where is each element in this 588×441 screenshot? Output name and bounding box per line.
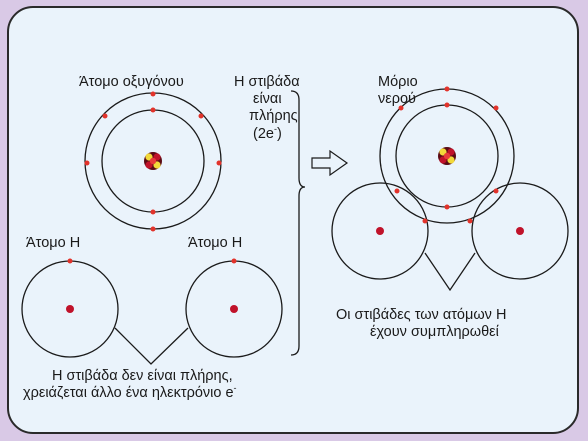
water-molecule-label-line2: νερού xyxy=(378,91,416,107)
shell-full-label-line4: (2e-) xyxy=(253,124,282,142)
shells-completed-label-line2: έχουν συμπληρωθεί xyxy=(370,324,500,340)
electron xyxy=(444,204,450,210)
electron xyxy=(84,160,90,166)
hydrogen-atom-left-label: Άτομο Η xyxy=(26,235,80,251)
hydrogen-nucleus xyxy=(230,305,238,313)
water-hydrogen-right-shell xyxy=(471,182,569,280)
oxygen-atom-label: Άτομο οξυγόνου xyxy=(79,74,184,90)
water-hydrogen-left-shell xyxy=(331,182,429,280)
electron xyxy=(102,113,108,119)
diagram-panel: Άτομο οξυγόνου Η στιβάδα είναι πλήρης (2… xyxy=(7,6,579,434)
electron xyxy=(467,218,473,224)
shell-full-label-line3: πλήρης xyxy=(249,108,298,124)
grouping-brace xyxy=(290,90,306,356)
arrow-right-icon xyxy=(311,149,349,177)
electron xyxy=(231,258,237,264)
water-molecule-label-line1: Μόριο xyxy=(378,74,418,90)
electron xyxy=(150,226,156,232)
electron xyxy=(444,102,450,108)
hydrogen-nucleus xyxy=(516,227,524,235)
electron xyxy=(398,105,404,111)
electron xyxy=(150,209,156,215)
shell-full-label-line2: είναι xyxy=(253,91,282,107)
electron xyxy=(422,218,428,224)
electron xyxy=(216,160,222,166)
electron xyxy=(493,105,499,111)
missing-electron-wedge xyxy=(114,327,189,365)
shells-completed-label-line1: Οι στιβάδες των ατόμων Η xyxy=(336,307,506,323)
shell-not-full-label-line2: χρειάζεται άλλο ένα ηλεκτρόνιο e- xyxy=(23,383,237,401)
electron xyxy=(67,258,73,264)
hydrogen-nucleus xyxy=(376,227,384,235)
shell-not-full-label-line1: Η στιβάδα δεν είναι πλήρης, xyxy=(52,368,233,384)
electron xyxy=(198,113,204,119)
electron xyxy=(150,91,156,97)
water-oxygen-nucleus xyxy=(438,147,456,165)
hydrogen-nucleus xyxy=(66,305,74,313)
electron xyxy=(444,86,450,92)
electron xyxy=(493,188,499,194)
water-molecule-diagram: Άτομο οξυγόνου Η στιβάδα είναι πλήρης (2… xyxy=(21,74,569,401)
hydrogen-atom-right-label: Άτομο Η xyxy=(188,235,242,251)
oxygen-nucleus xyxy=(144,152,162,170)
water-wedge xyxy=(424,252,476,292)
electron xyxy=(394,188,400,194)
electron xyxy=(150,107,156,113)
shell-full-label-line1: Η στιβάδα xyxy=(234,74,300,90)
